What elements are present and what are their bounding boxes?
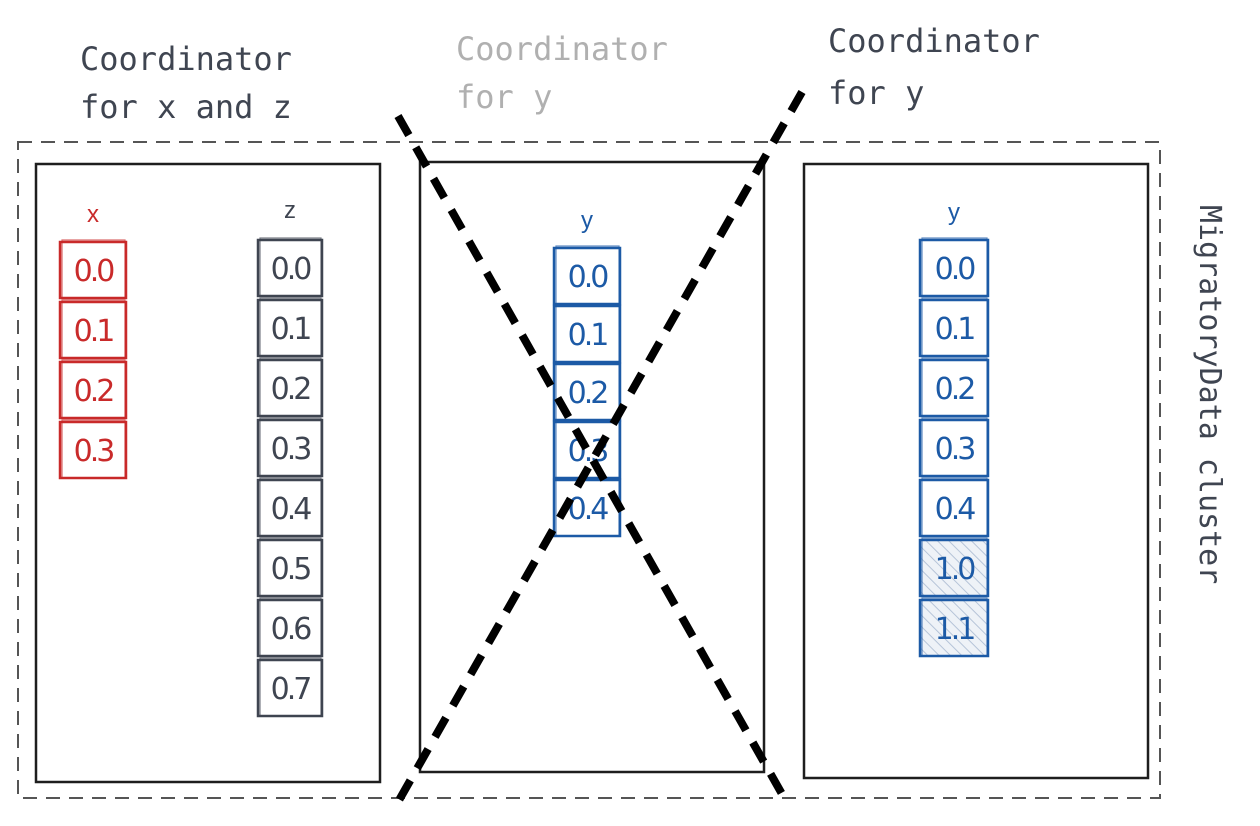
node-middle-column-0-cell-2-value: 0.2 xyxy=(568,376,608,411)
node-left-column-1-cell-1-sketch xyxy=(259,297,322,357)
node-left-column-1-cell-0-sketch xyxy=(259,237,322,297)
coordinator-y-old-label-line2: for y xyxy=(456,78,552,116)
cluster-boundary xyxy=(17,141,1161,799)
node-middle-column-0-header: y xyxy=(581,207,593,234)
node-box-middle xyxy=(418,160,766,774)
node-right-column-0-cell-0-value: 0.0 xyxy=(935,252,976,287)
node-right-column-0-cell-6-value: 1.1 xyxy=(935,612,975,647)
node-left-column-1-cell-7-value: 0.7 xyxy=(271,672,311,707)
node-left-column-0-cell-3-value: 0.3 xyxy=(74,434,114,469)
node-right-column-0-cell-2-sketch xyxy=(921,357,988,417)
node-middle-column-0-cell-4-value: 0.4 xyxy=(568,492,609,527)
node-right-column-0-cell-4-value: 0.4 xyxy=(935,492,976,527)
cross-out-line-2 xyxy=(394,90,806,804)
node-box-right xyxy=(802,162,1150,780)
node-left-column-0-cell-2-value: 0.2 xyxy=(74,374,114,409)
node-middle-column-0-cell-1-value: 0.1 xyxy=(568,318,608,353)
node-left-column-1-cell-6-value: 0.6 xyxy=(271,612,312,647)
node-right-column-0-cell-1-value: 0.1 xyxy=(935,312,975,347)
node-left-column-1-cell-2-value: 0.2 xyxy=(271,372,311,407)
node-left-column-1-cell-3-sketch xyxy=(259,417,322,477)
node-left-column-1-cell-4-sketch xyxy=(259,477,322,537)
node-left-column-1-cell-5-value: 0.5 xyxy=(271,552,311,587)
node-right-column-0-cell-5 xyxy=(918,538,990,598)
node-left-column-1-cell-7-sketch xyxy=(259,657,322,717)
node-left-column-1-cell-2-sketch xyxy=(259,357,322,417)
node-left-column-0-cell-1-value: 0.1 xyxy=(74,314,114,349)
node-left-column-0-cell-1-sketch xyxy=(61,299,126,359)
node-left-column-1-cell-5-sketch xyxy=(259,537,322,597)
node-right-column-0-cell-6 xyxy=(918,598,990,658)
node-right-column-0-cell-3-sketch xyxy=(921,417,988,477)
node-left-column-0-header: x xyxy=(87,201,99,228)
node-right-column-0-header: y xyxy=(948,199,960,226)
node-left-column-1-cell-1-value: 0.1 xyxy=(271,312,311,347)
node-left-column-1-cell-4-value: 0.4 xyxy=(271,492,312,527)
node-left-column-1-cell-6-sketch xyxy=(259,597,322,657)
node-right-column-0-cell-5-value: 1.0 xyxy=(935,552,976,587)
coordinator-y-new-label-line1: Coordinator xyxy=(828,22,1040,60)
node-left-column-0-cell-0-value: 0.0 xyxy=(74,254,115,289)
node-left-column-1-header: z xyxy=(284,197,296,224)
columns-layer: x 0.0 0.1 0.2 0.3 z 0.0 0.1 0.2 0.3 0.4 0.5 0.6 0.7 y 0… xyxy=(58,197,990,718)
node-left-column-1-cell-3-value: 0.3 xyxy=(271,432,311,467)
node-right-column-0-cell-0-sketch xyxy=(921,237,988,297)
node-left-column-0-cell-0-sketch xyxy=(61,239,126,299)
node-right-column-0-cell-2-value: 0.2 xyxy=(935,372,975,407)
node-left-column-0-cell-3-sketch xyxy=(61,419,126,479)
coordinator-xz-label-line2: for x and z xyxy=(80,88,292,126)
node-right-column-0-cell-1-sketch xyxy=(921,297,988,357)
node-right-column-0-cell-3-value: 0.3 xyxy=(935,432,975,467)
node-right-column-0-cell-4-sketch xyxy=(921,477,988,537)
node-right-column-0-cell-6-sketch xyxy=(921,597,988,657)
coordinator-xz-label-line1: Coordinator xyxy=(80,40,292,78)
coordinator-y-old-label-line1: Coordinator xyxy=(456,30,668,68)
node-box-left xyxy=(34,162,382,784)
coordinator-y-new-label-line2: for y xyxy=(828,74,924,112)
node-left-column-1-cell-0-value: 0.0 xyxy=(271,252,312,287)
node-left-column-0-cell-2-sketch xyxy=(61,359,126,419)
cross-out-line-1 xyxy=(394,114,786,796)
cluster-label: MigratoryData cluster xyxy=(1192,205,1227,584)
node-right-column-0-cell-5-sketch xyxy=(921,537,988,597)
node-middle-column-0-cell-0-value: 0.0 xyxy=(568,260,609,295)
